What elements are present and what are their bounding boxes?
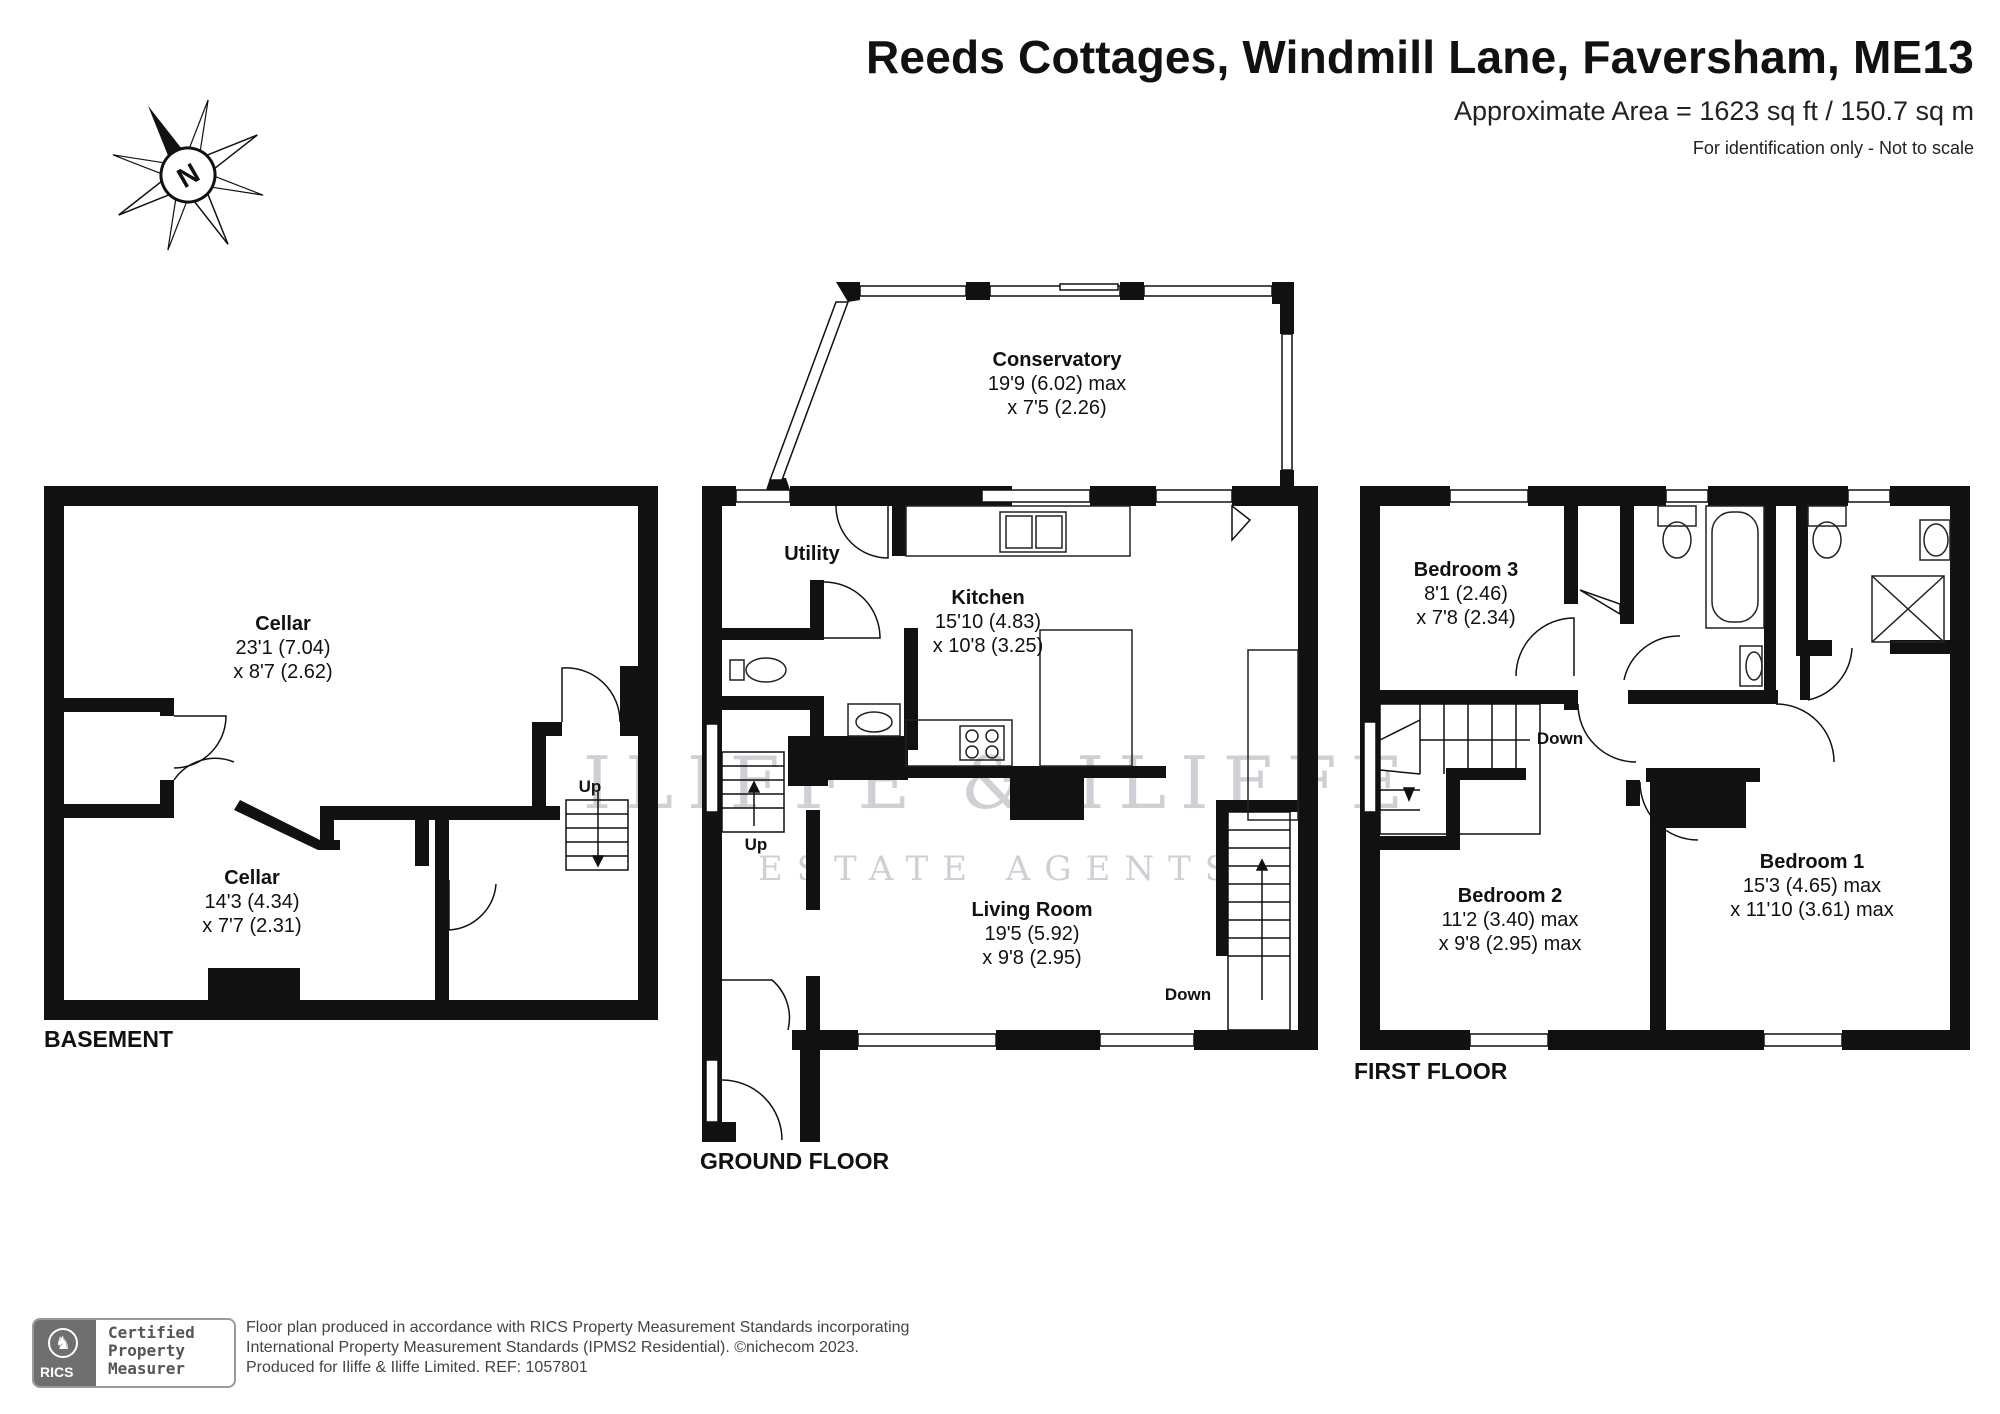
room-dimension: 23'1 (7.04): [235, 637, 331, 659]
first-stairs-down-label: Down: [1537, 729, 1583, 748]
first-floor-plan: [1360, 486, 1970, 1050]
conservatory-walls: [766, 282, 1294, 490]
room-living-room: Living Room 19'5 (5.92) x 9'8 (2.95): [971, 898, 1092, 970]
room-utility: Utility: [784, 542, 840, 566]
property-title: Reeds Cottages, Windmill Lane, Faversham…: [866, 31, 1974, 83]
room-dimension: x 7'5 (2.26): [1007, 397, 1107, 419]
room-dimension: x 9'8 (2.95): [982, 947, 1082, 969]
badge-line-1: Certified: [108, 1323, 195, 1342]
rics-logo: ♞ RICS: [34, 1320, 96, 1386]
room-name: Bedroom 1: [1759, 851, 1865, 873]
first-floor-staircase: [1379, 703, 1541, 835]
room-bedroom-1: Bedroom 1 15'3 (4.65) max x 11'10 (3.61)…: [1730, 850, 1894, 922]
room-kitchen: Kitchen 15'10 (4.83) x 10'8 (3.25): [933, 586, 1044, 658]
ground-floor-stairs-down: [1227, 811, 1291, 1031]
basement-doors: [173, 667, 621, 931]
room-dimension: 8'1 (2.46): [1424, 583, 1508, 605]
room-dimension: 15'10 (4.83): [934, 611, 1042, 633]
room-name: Utility: [784, 543, 840, 565]
compass-rose-icon: N: [112, 99, 264, 251]
badge-line-3: Measurer: [108, 1359, 186, 1378]
room-dimension: 19'5 (5.92): [984, 923, 1080, 945]
first-floor-doors: [1515, 589, 1853, 841]
basement-staircase: [565, 792, 629, 871]
ground-floor-doors: [721, 504, 1252, 1141]
room-name: Conservatory: [992, 349, 1122, 371]
disclaimer-note: For identification only - Not to scale: [1692, 138, 1974, 158]
first-floor-windows: [1363, 489, 1891, 1047]
room-bedroom-3: Bedroom 3 8'1 (2.46) x 7'8 (2.34): [1414, 558, 1518, 630]
ground-stairs-down-label: Down: [1165, 985, 1211, 1004]
footer-line-2: International Property Measurement Stand…: [246, 1339, 859, 1356]
room-dimension: x 7'7 (2.31): [202, 915, 302, 937]
rics-crest-icon: ♞: [48, 1328, 78, 1358]
basement-floor-label: BASEMENT: [44, 1026, 174, 1052]
room-dimension: 11'2 (3.40) max: [1441, 909, 1579, 931]
ground-floor-stairs-up: [721, 751, 785, 833]
room-dimension: x 10'8 (3.25): [932, 635, 1044, 657]
area-summary: Approximate Area = 1623 sq ft / 150.7 sq…: [1453, 96, 1974, 126]
watermark-line-2: ESTATE AGENTS: [758, 849, 1242, 889]
room-bedroom-2: Bedroom 2 11'2 (3.40) max x 9'8 (2.95) m…: [1439, 884, 1582, 956]
room-name: Kitchen: [951, 587, 1025, 609]
badge-line-2: Property: [108, 1341, 186, 1360]
ground-floor-plan: [702, 486, 1318, 1142]
footer-disclaimer: Floor plan produced in accordance with R…: [246, 1318, 909, 1378]
ground-stairs-up-label: Up: [745, 835, 768, 854]
footer-line-3: Produced for Iliffe & Iliffe Limited. RE…: [246, 1359, 588, 1376]
room-dimension: 15'3 (4.65) max: [1742, 875, 1882, 897]
room-dimension: 19'9 (6.02) max: [987, 373, 1127, 395]
rics-certified-badge: ♞ RICS Certified Property Measurer: [32, 1318, 236, 1388]
first-floor-label: FIRST FLOOR: [1354, 1058, 1508, 1084]
room-dimension: x 11'10 (3.61) max: [1730, 899, 1894, 921]
room-cellar-small: Cellar 14'3 (4.34) x 7'7 (2.31): [202, 866, 301, 938]
basement-plan: [44, 486, 658, 1020]
ground-floor-label: GROUND FLOOR: [700, 1148, 890, 1174]
basement-stairs-up-label: Up: [579, 777, 602, 796]
room-dimension: 14'3 (4.34): [204, 891, 300, 913]
room-dimension: x 8'7 (2.62): [233, 661, 333, 683]
room-name: Bedroom 3: [1413, 559, 1519, 581]
kitchen-fittings: [729, 505, 1299, 821]
room-name: Cellar: [255, 613, 311, 635]
bathroom-fittings: [1657, 505, 1951, 687]
room-name: Cellar: [224, 867, 280, 889]
footer-line-1: Floor plan produced in accordance with R…: [246, 1319, 910, 1336]
room-dimension: x 7'8 (2.34): [1416, 607, 1516, 629]
room-name: Bedroom 2: [1457, 885, 1563, 907]
ground-floor-windows: [705, 489, 1233, 1123]
certified-property-measurer-label: Certified Property Measurer: [108, 1324, 195, 1378]
room-cellar-large: Cellar 23'1 (7.04) x 8'7 (2.62): [233, 612, 332, 684]
room-conservatory: Conservatory 19'9 (6.02) max x 7'5 (2.26…: [988, 348, 1126, 420]
room-name: Living Room: [971, 899, 1093, 921]
conservatory-glazing: [768, 283, 1293, 481]
rics-org-label: RICS: [40, 1364, 74, 1380]
room-dimension: x 9'8 (2.95) max: [1438, 933, 1582, 955]
